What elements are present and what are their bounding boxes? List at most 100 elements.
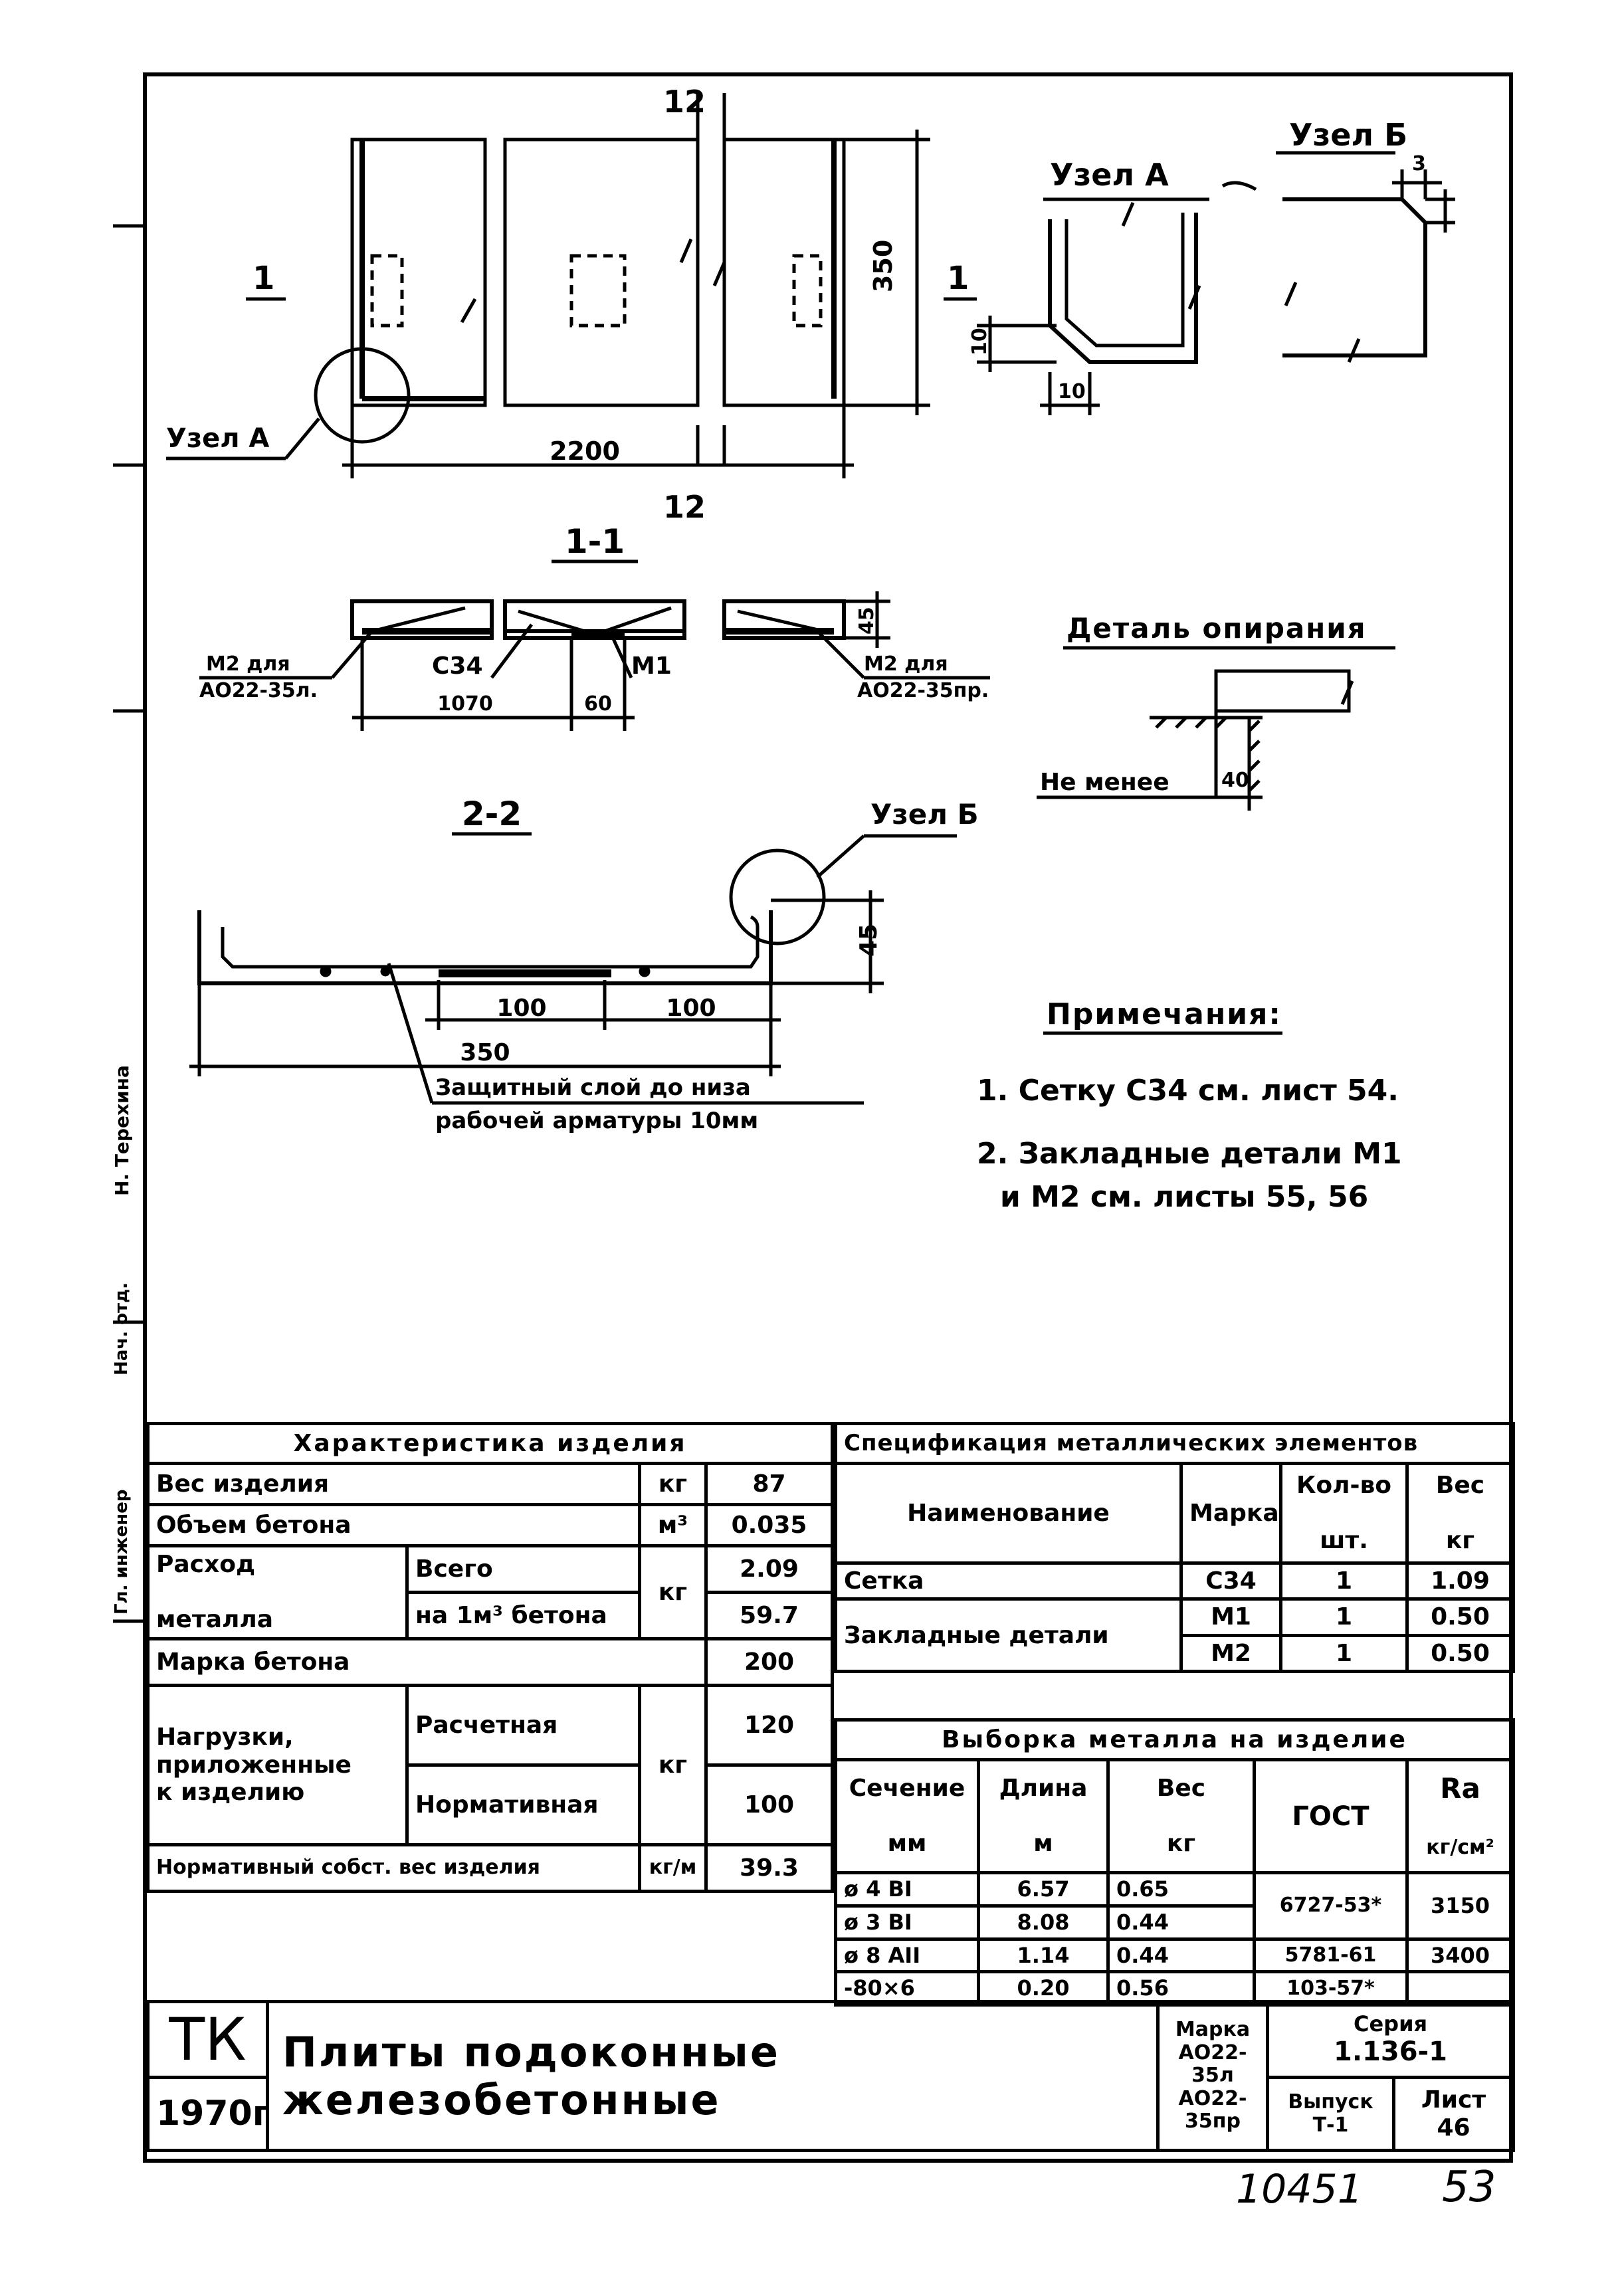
margin-stamp-1: Н. Терехина bbox=[111, 1065, 133, 1196]
note-2-line-1: 2. Закладные детали М1 bbox=[977, 1137, 1402, 1171]
dim-350-plan: 350 bbox=[868, 239, 898, 292]
row-norm-weight-label: Нормативный собст. вес изделия bbox=[146, 1843, 641, 1893]
dim-100-right: 100 bbox=[666, 995, 716, 1022]
ms-row-weight: 0.65 bbox=[1106, 1871, 1256, 1908]
ms-row-section: -80×6 bbox=[834, 1970, 980, 2007]
spec-row-qty: 1 bbox=[1279, 1561, 1409, 1601]
characteristics-title: Характеристика изделия bbox=[146, 1422, 835, 1465]
dim-100-left: 100 bbox=[496, 995, 547, 1022]
node-a-callout: Узел А bbox=[166, 423, 270, 454]
row-metal-sub2: на 1м³ бетона bbox=[405, 1591, 641, 1640]
label-c34: С34 bbox=[432, 652, 483, 680]
dim-45-section-1-1: 45 bbox=[855, 607, 878, 635]
dim-12-bottom: 12 bbox=[662, 489, 706, 525]
ms-ra-2: 3400 bbox=[1405, 1937, 1516, 1974]
row-grade-value: 200 bbox=[704, 1637, 835, 1687]
row-loads-value1: 120 bbox=[704, 1684, 835, 1767]
ms-row-section: ø 8 AII bbox=[834, 1937, 980, 1974]
row-weight-value: 87 bbox=[704, 1462, 835, 1506]
row-loads-unit: кг bbox=[638, 1684, 708, 1846]
ms-row-section: ø 3 BI bbox=[834, 1904, 980, 1941]
row-grade-label: Марка бетона bbox=[146, 1637, 708, 1687]
row-metal-unit: кг bbox=[638, 1544, 708, 1640]
title-block: ТК Плиты подоконные железобетонные Марка… bbox=[146, 1999, 1515, 2153]
spec-header-name: Наименование bbox=[834, 1462, 1183, 1565]
row-metal-sub1: Всего bbox=[405, 1544, 641, 1594]
dim-60: 60 bbox=[584, 692, 612, 716]
row-volume-label: Объем бетона bbox=[146, 1503, 641, 1547]
spec-row-weight: 0.50 bbox=[1405, 1597, 1515, 1637]
page-number: 53 bbox=[1442, 2163, 1496, 2212]
row-loads-value2: 100 bbox=[704, 1763, 835, 1846]
spec-row-weight: 1.09 bbox=[1405, 1561, 1515, 1601]
spec-row-mark: М2 bbox=[1179, 1633, 1282, 1674]
spec-row-qty: 1 bbox=[1279, 1597, 1409, 1637]
row-weight-unit: кг bbox=[638, 1462, 708, 1506]
ms-row-length: 1.14 bbox=[977, 1937, 1110, 1974]
ms-gost-2: 5781-61 bbox=[1253, 1937, 1409, 1974]
spec-row-mark: С34 bbox=[1179, 1561, 1282, 1601]
dim-1070: 1070 bbox=[437, 692, 493, 716]
spec-row-name: Сетка bbox=[834, 1561, 1183, 1601]
spec-row-weight: 0.50 bbox=[1405, 1633, 1515, 1674]
ms-row-weight: 0.44 bbox=[1106, 1904, 1256, 1941]
dim-2200: 2200 bbox=[550, 437, 620, 466]
ms-row-length: 6.57 bbox=[977, 1871, 1110, 1908]
cover-note-2: рабочей арматуры 10мм bbox=[435, 1108, 759, 1134]
row-loads-sub2: Нормативная bbox=[405, 1763, 641, 1846]
row-volume-unit: м³ bbox=[638, 1503, 708, 1547]
section-mark-right: 1 bbox=[947, 260, 969, 297]
label-m2-right-2: АО22-35пр. bbox=[857, 679, 989, 702]
row-norm-weight-value: 39.3 bbox=[704, 1843, 835, 1893]
archive-number: 10451 bbox=[1236, 2166, 1363, 2213]
spec-header-mark: Марка bbox=[1179, 1462, 1282, 1565]
specification-title: Спецификация металлических элементов bbox=[834, 1422, 1515, 1465]
spec-row-name: Закладные детали bbox=[834, 1597, 1183, 1674]
ms-row-section: ø 4 BI bbox=[834, 1871, 980, 1908]
dim-45-section-2-2: 45 bbox=[855, 923, 882, 957]
margin-stamp-3: Гл. инженер bbox=[112, 1489, 132, 1615]
dim-12-top: 12 bbox=[662, 84, 706, 120]
characteristics-table: Характеристика изделия Вес изделия кг 87… bbox=[146, 1422, 835, 1893]
label-m1: М1 bbox=[631, 652, 672, 680]
section-mark-left: 1 bbox=[253, 260, 275, 297]
label-m2-right-1: М2 для bbox=[864, 652, 948, 676]
ms-ra-1: 3150 bbox=[1405, 1871, 1516, 1941]
ms-row-weight: 0.56 bbox=[1106, 1970, 1256, 2007]
org-mark: ТК bbox=[146, 1999, 269, 2080]
row-loads-sub1: Расчетная bbox=[405, 1684, 641, 1767]
dim-350-section: 350 bbox=[460, 1039, 510, 1066]
row-volume-value: 0.035 bbox=[704, 1503, 835, 1547]
year: 1970г. bbox=[146, 2076, 269, 2153]
ms-gost-1: 6727-53* bbox=[1253, 1871, 1409, 1941]
label-m2-left-1: М2 для bbox=[206, 652, 290, 676]
note-2-line-2: и М2 см. листы 55, 56 bbox=[1000, 1180, 1369, 1214]
ms-row-length: 8.08 bbox=[977, 1904, 1110, 1941]
cover-note-1: Защитный слой до низа bbox=[435, 1074, 751, 1101]
node-a-dim-10-vert: 10 bbox=[968, 328, 991, 355]
metal-selection-title: Выборка металла на изделие bbox=[833, 1718, 1516, 1761]
ms-row-weight: 0.44 bbox=[1106, 1937, 1256, 1974]
node-b-title: Узел Б bbox=[1289, 117, 1408, 153]
spec-row-mark: М1 bbox=[1179, 1597, 1282, 1637]
drawing-title: Плиты подоконные железобетонные bbox=[266, 1999, 1160, 2153]
support-detail-label: Не менее bbox=[1040, 769, 1169, 796]
row-norm-weight-unit: кг/м bbox=[638, 1843, 708, 1893]
specification-table: Спецификация металлических элементов Наи… bbox=[834, 1422, 1515, 1674]
dim-40: 40 bbox=[1221, 769, 1249, 792]
support-detail-title: Деталь опирания bbox=[1066, 612, 1367, 644]
node-b-dim-3: 3 bbox=[1412, 152, 1426, 175]
node-a-dim-10-horiz: 10 bbox=[1058, 380, 1086, 403]
row-weight-label: Вес изделия bbox=[146, 1462, 641, 1506]
margin-stamp-2: Нач. отд. bbox=[112, 1282, 132, 1375]
